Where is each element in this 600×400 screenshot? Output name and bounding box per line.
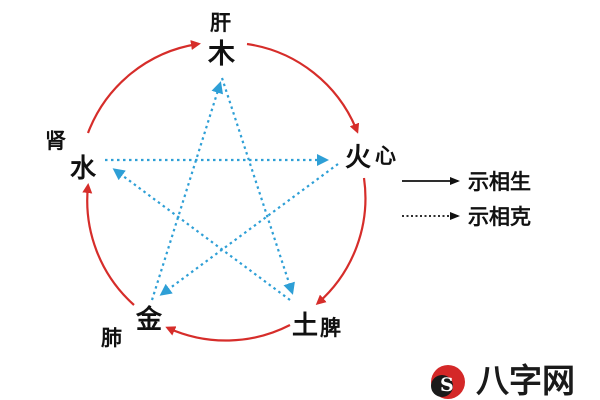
node-fire: 火 心	[345, 143, 396, 173]
generating-arrow-fire-earth	[315, 177, 367, 305]
legend: 示相生 示相克	[402, 170, 531, 229]
overcoming-arrow-fire-metal	[159, 163, 339, 296]
node-wood-organ: 肝	[210, 11, 231, 35]
generating-arrow-wood-fire	[246, 42, 360, 134]
legend-overcoming-label: 示相克	[468, 205, 531, 229]
watermark-logo-letter: S	[440, 374, 454, 396]
node-water: 肾 水	[45, 129, 97, 184]
node-metal-organ: 肺	[101, 326, 122, 350]
node-wood: 肝 木	[207, 11, 235, 70]
generating-arrow-metal-water	[82, 183, 135, 306]
node-metal: 金 肺	[101, 304, 163, 350]
watermark-text: 八字网	[476, 361, 575, 400]
overcoming-arrow-metal-wood	[150, 81, 224, 301]
node-fire-element: 火	[345, 143, 371, 173]
generating-cycle	[82, 40, 367, 342]
overcoming-arrow-earth-water	[112, 168, 291, 301]
overcoming-arrow-wood-earth	[220, 77, 295, 295]
watermark-logo-ring	[431, 375, 453, 397]
overcoming-star	[105, 77, 339, 301]
node-wood-element: 木	[207, 39, 235, 70]
node-earth-element: 土	[292, 311, 318, 341]
legend-generating-label: 示相生	[468, 170, 531, 194]
node-metal-element: 金	[135, 304, 163, 335]
node-water-element: 水	[70, 154, 97, 184]
node-earth-organ: 脾	[320, 316, 341, 340]
node-earth: 土 脾	[292, 311, 341, 341]
node-water-organ: 肾	[45, 129, 66, 153]
node-fire-organ: 心	[375, 144, 396, 168]
generating-arrow-water-wood	[86, 40, 201, 134]
watermark: S 八字网	[431, 361, 575, 400]
generating-arrow-earth-metal	[165, 324, 291, 342]
